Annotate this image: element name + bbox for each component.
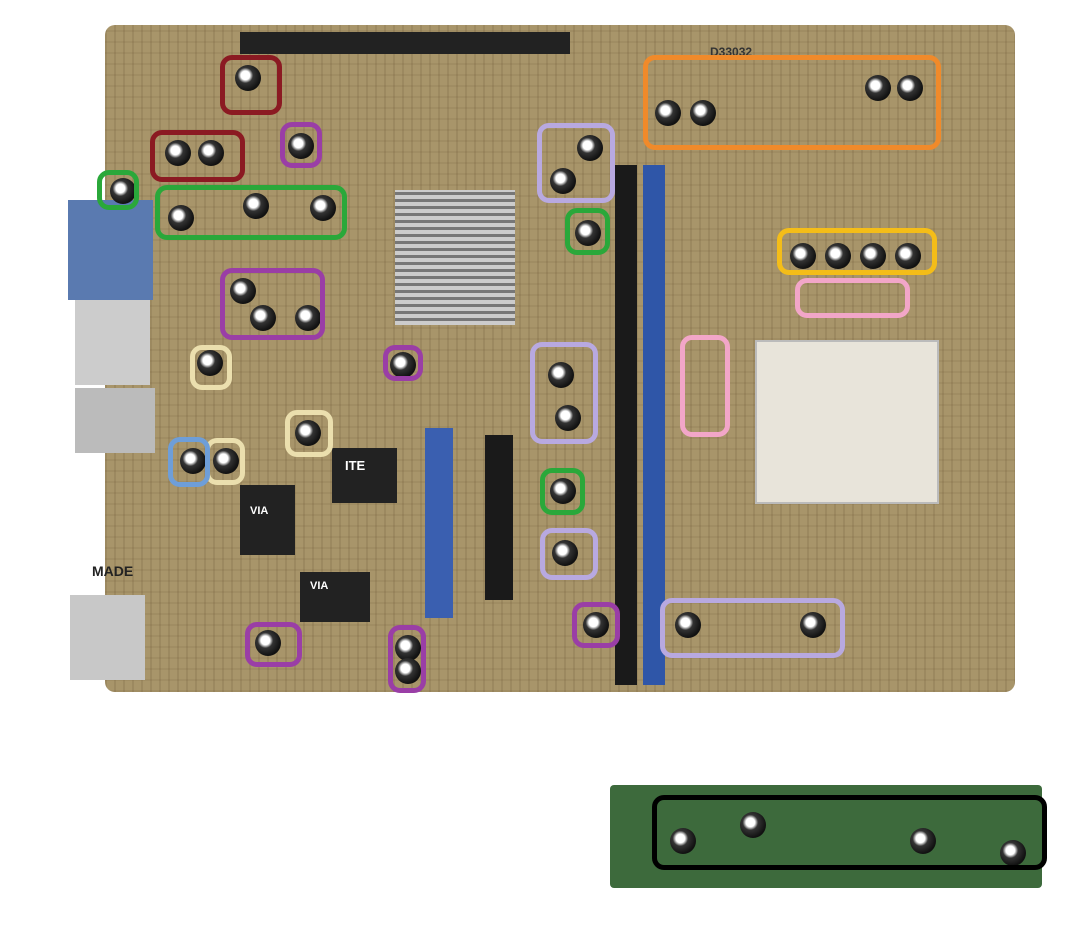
- dimm-slot-black: [615, 165, 637, 685]
- annotation-box-lavender: [540, 528, 598, 580]
- capacitor: [552, 540, 578, 566]
- capacitor: [250, 305, 276, 331]
- capacitor: [555, 405, 581, 431]
- capacitor: [213, 448, 239, 474]
- annotation-box-cream: [285, 410, 333, 457]
- usb-ports: [75, 300, 150, 385]
- pci-express-slot: [240, 32, 570, 54]
- capacitor: [548, 362, 574, 388]
- capacitor: [655, 100, 681, 126]
- label-made: MADE: [92, 563, 134, 579]
- annotation-box-orange: [643, 55, 941, 150]
- annotation-box-black: [652, 795, 1047, 870]
- dimm-slot-blue: [643, 165, 665, 685]
- capacitor: [230, 278, 256, 304]
- ide-connector: [425, 428, 453, 618]
- capacitor: [235, 65, 261, 91]
- capacitor: [740, 812, 766, 838]
- capacitor: [255, 630, 281, 656]
- lan-port: [75, 388, 155, 453]
- label-via-2: VIA: [310, 580, 329, 592]
- capacitor: [395, 658, 421, 684]
- capacitor: [165, 140, 191, 166]
- annotation-box-green: [565, 208, 610, 255]
- capacitor: [675, 612, 701, 638]
- annotation-box-cream: [205, 438, 245, 485]
- annotation-box-lavender: [537, 123, 615, 203]
- capacitor: [550, 478, 576, 504]
- chip-via-1: [240, 485, 295, 555]
- capacitor: [395, 635, 421, 661]
- annotation-box-purple: [572, 602, 620, 648]
- label-via-1: VIA: [250, 505, 269, 517]
- annotation-box-green: [540, 468, 585, 515]
- capacitor: [180, 448, 206, 474]
- capacitor: [690, 100, 716, 126]
- annotation-box-pink: [795, 278, 910, 318]
- capacitor: [1000, 840, 1026, 866]
- capacitor: [583, 612, 609, 638]
- cpu-socket: [755, 340, 939, 504]
- capacitor: [168, 205, 194, 231]
- annotation-box-purple: [383, 345, 423, 381]
- annotation-box-yellow: [777, 228, 937, 275]
- chip-via-2: [300, 572, 370, 622]
- annotation-box-lavender: [530, 342, 598, 444]
- capacitor: [800, 612, 826, 638]
- annotation-box-dark-red: [220, 55, 282, 115]
- capacitor: [790, 243, 816, 269]
- heatsink: [395, 190, 515, 325]
- capacitor: [670, 828, 696, 854]
- capacitor: [310, 195, 336, 221]
- annotation-box-blue: [168, 437, 210, 487]
- capacitor: [910, 828, 936, 854]
- annotation-box-green: [155, 185, 347, 240]
- capacitor: [860, 243, 886, 269]
- annotation-box-cream: [190, 345, 232, 390]
- capacitor: [575, 220, 601, 246]
- annotation-box-purple: [280, 122, 322, 168]
- capacitor: [295, 420, 321, 446]
- annotation-box-lavender: [660, 598, 845, 658]
- chip-ite: [332, 448, 397, 503]
- audio-port: [70, 595, 145, 680]
- annotation-box-purple: [388, 625, 426, 693]
- annotation-box-green: [97, 170, 139, 210]
- capacitor: [550, 168, 576, 194]
- capacitor: [577, 135, 603, 161]
- capacitor: [288, 133, 314, 159]
- annotation-box-pink: [680, 335, 730, 437]
- annotation-box-dark-red: [150, 130, 245, 182]
- capacitor: [243, 193, 269, 219]
- annotation-box-purple: [220, 268, 325, 340]
- capacitor: [897, 75, 923, 101]
- serial-port: [68, 200, 153, 300]
- capacitor: [825, 243, 851, 269]
- capacitor: [198, 140, 224, 166]
- capacitor: [865, 75, 891, 101]
- capacitor: [895, 243, 921, 269]
- capacitor: [295, 305, 321, 331]
- floppy-connector: [485, 435, 513, 600]
- label-ite: ITE: [345, 458, 366, 473]
- annotation-box-purple: [245, 622, 302, 667]
